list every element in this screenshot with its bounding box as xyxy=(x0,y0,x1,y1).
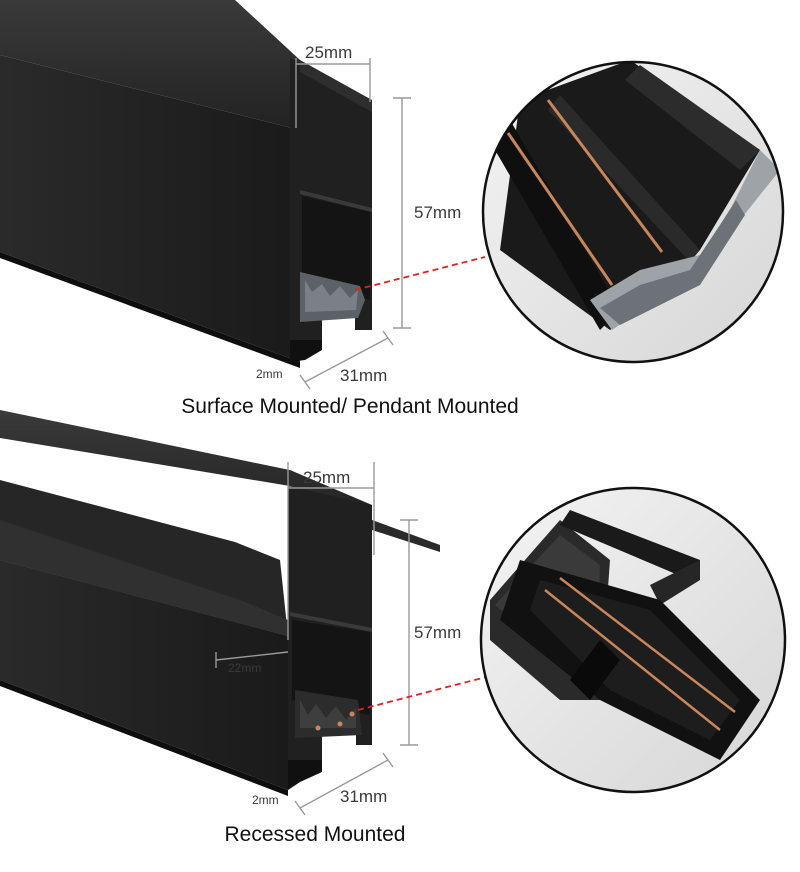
surface-leader-line xyxy=(354,256,486,291)
surface-dimension-lines xyxy=(295,58,411,390)
recessed-dimension-lines xyxy=(215,462,418,816)
surface-caption: Surface Mounted/ Pendant Mounted xyxy=(181,395,519,418)
recessed-detail-circle xyxy=(479,486,787,794)
recessed-wall-label: 2mm xyxy=(252,793,279,807)
recessed-leader-line xyxy=(357,675,491,711)
recessed-caption: Recessed Mounted xyxy=(224,823,406,846)
recessed-height-label: 57mm xyxy=(414,623,461,642)
recessed-profile xyxy=(0,410,440,796)
recessed-top-width-label: 25mm xyxy=(303,468,350,487)
surface-height-label: 57mm xyxy=(414,203,461,222)
surface-detail-circle xyxy=(481,60,785,364)
surface-wall-label: 2mm xyxy=(256,367,283,381)
recessed-base-width-label: 31mm xyxy=(340,787,387,806)
surface-profile xyxy=(0,0,372,368)
surface-base-width-label: 31mm xyxy=(340,366,387,385)
recessed-flange-label: 22mm xyxy=(228,661,261,675)
surface-top-width-label: 25mm xyxy=(305,43,352,62)
